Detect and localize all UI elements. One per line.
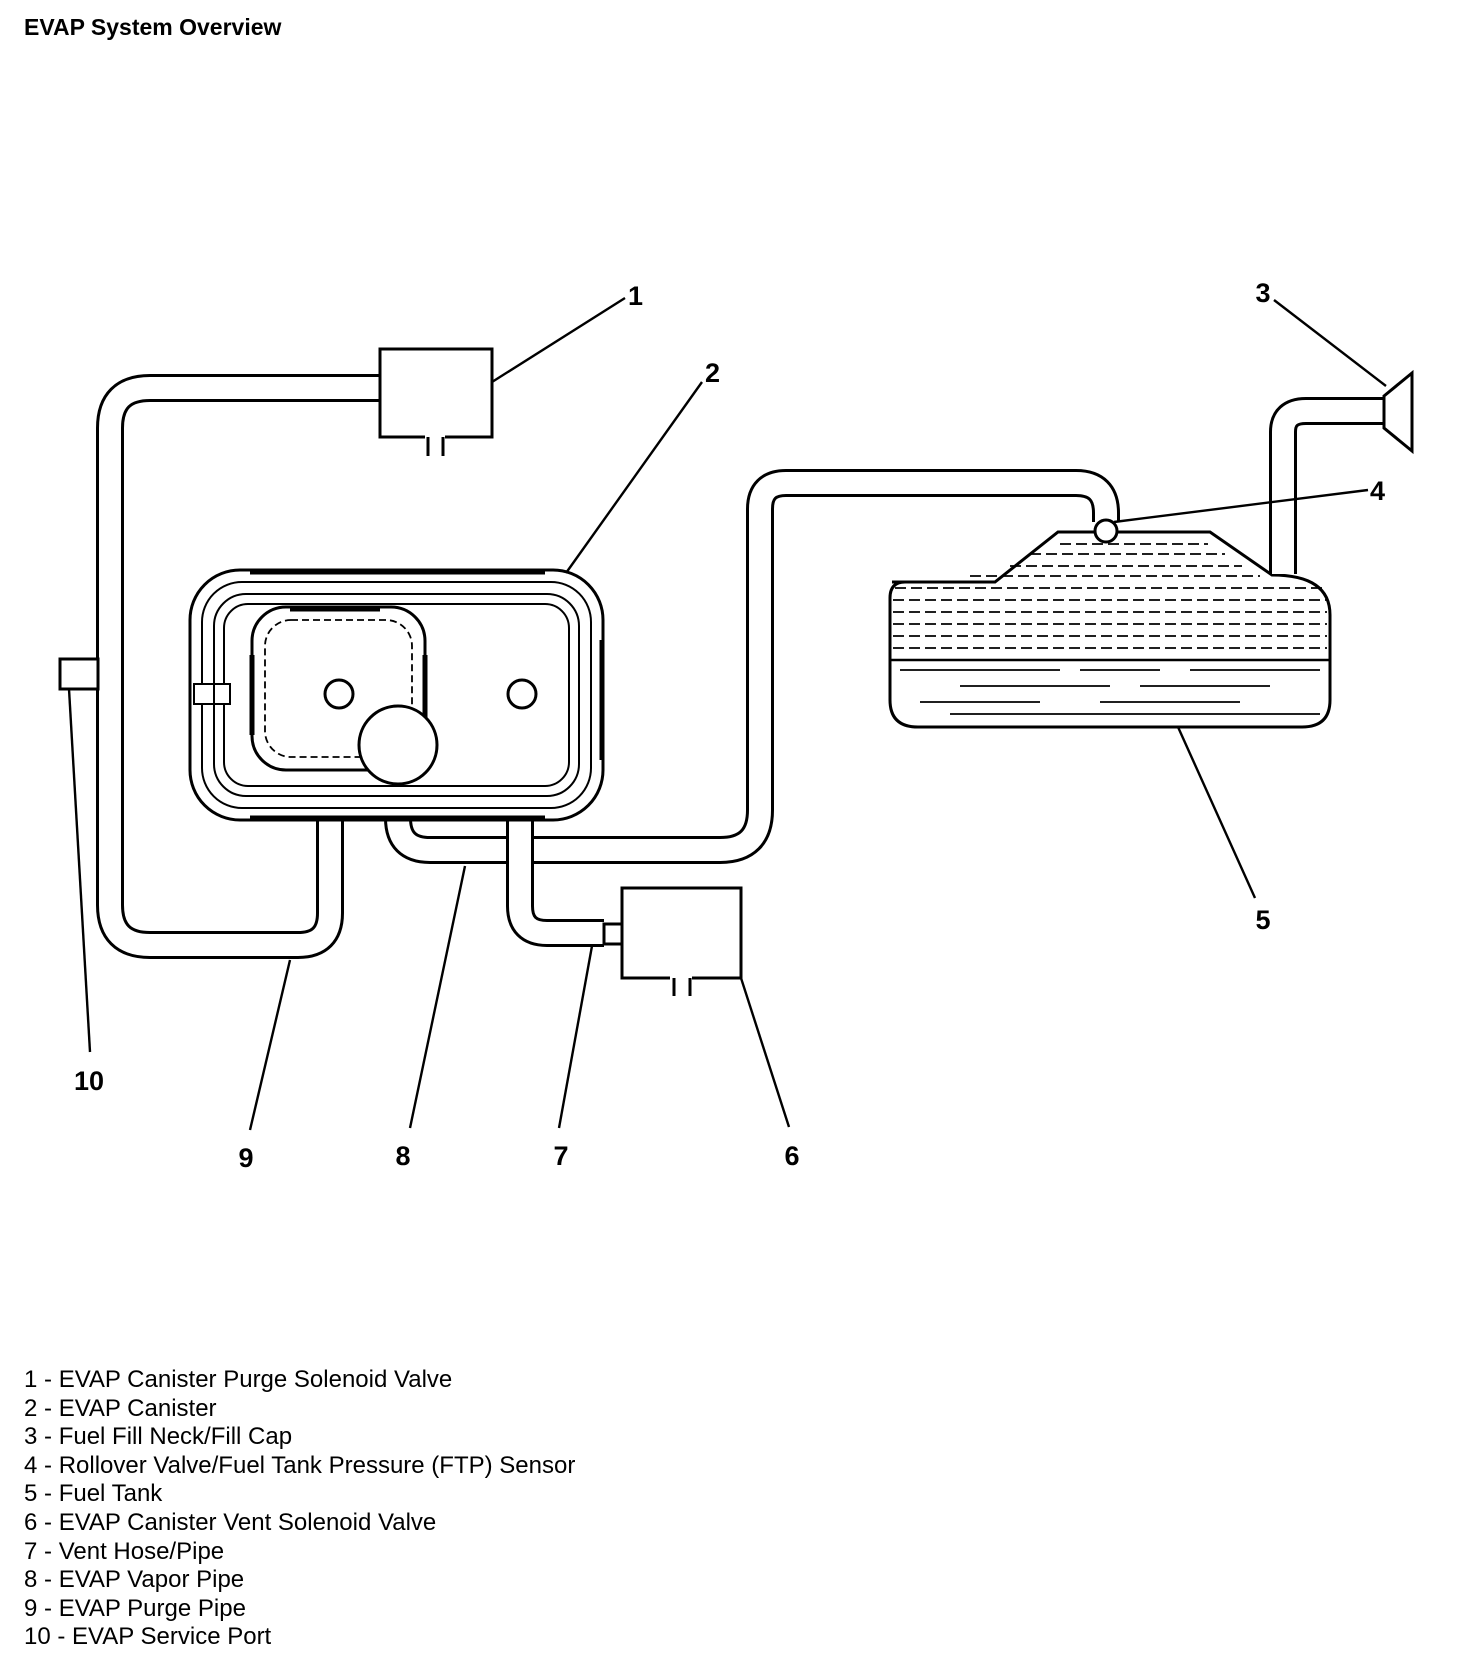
legend-number: 7 (24, 1537, 38, 1565)
fuel-fill-neck (1269, 397, 1384, 574)
legend-item: 4 - Rollover Valve/Fuel Tank Pressure (F… (24, 1451, 576, 1479)
rollover-valve-ftp-sensor (1093, 518, 1119, 544)
canister-vapor-connection (357, 704, 439, 786)
legend-item: 2 - EVAP Canister (24, 1394, 217, 1422)
legend-number: 2 (24, 1394, 38, 1422)
callout-2: 2 (705, 358, 720, 388)
fuel-tank (888, 530, 1332, 729)
leader-3 (1273, 299, 1387, 387)
leader-4 (1113, 488, 1369, 524)
fuel-fill-cap (1382, 369, 1414, 455)
evap-service-port (58, 657, 100, 691)
leader-10 (67, 688, 92, 1053)
legend-number: 8 (24, 1566, 38, 1594)
legend-text: EVAP Purge Pipe (58, 1594, 246, 1622)
legend-number: 3 (24, 1423, 38, 1451)
legend-number: 5 (24, 1480, 38, 1508)
legend-number: 6 (24, 1508, 38, 1536)
evap-canister-purge-solenoid-valve (378, 347, 494, 456)
legend-text: Rollover Valve/Fuel Tank Pressure (FTP) … (58, 1451, 576, 1479)
legend-item: 5 - Fuel Tank (24, 1480, 163, 1508)
legend-item: 1 - EVAP Canister Purge Solenoid Valve (24, 1366, 453, 1393)
legend-text: Fuel Fill Neck/Fill Cap (58, 1423, 293, 1451)
callout-4: 4 (1370, 476, 1385, 506)
callout-1: 1 (628, 281, 643, 311)
leader-1 (491, 296, 626, 384)
leader-8 (408, 865, 467, 1129)
legend-text: EVAP Canister Purge Solenoid Valve (58, 1366, 453, 1393)
legend-text: EVAP Canister Vent Solenoid Valve (58, 1508, 437, 1536)
legend-text: Fuel Tank (58, 1480, 163, 1508)
callout-10: 10 (74, 1066, 104, 1096)
callout-6: 6 (784, 1141, 799, 1171)
leader-5 (1176, 726, 1257, 899)
evap-canister-vent-solenoid-valve (602, 886, 743, 996)
page-title: EVAP System Overview (24, 14, 282, 40)
canister-vent-port (506, 678, 538, 710)
tank-vapor-space (893, 543, 1327, 649)
legend-text: Vent Hose/Pipe (58, 1537, 225, 1565)
canister-purge-port (323, 678, 355, 710)
legend-number: 4 (24, 1451, 38, 1479)
callout-3: 3 (1255, 278, 1270, 308)
legend-text: EVAP Service Port (72, 1623, 272, 1651)
tank-liquid-fuel (900, 669, 1320, 715)
legend-number: 1 (24, 1366, 38, 1393)
callout-8: 8 (395, 1141, 410, 1171)
leader-6 (739, 977, 791, 1128)
callout-9: 9 (238, 1143, 253, 1173)
legend-item: 6 - EVAP Canister Vent Solenoid Valve (24, 1508, 437, 1536)
leader-9 (248, 959, 292, 1131)
legend-item: 8 - EVAP Vapor Pipe (24, 1566, 245, 1594)
leader-7 (557, 945, 594, 1129)
legend-number: 10 (24, 1623, 51, 1651)
legend-item: 9 - EVAP Purge Pipe (24, 1594, 246, 1622)
legend-number: 9 (24, 1594, 38, 1622)
legend-item: 10 - EVAP Service Port (24, 1623, 272, 1651)
leader-2 (565, 381, 703, 574)
component-legend: 1 - EVAP Canister Purge Solenoid Valve 2… (24, 1366, 575, 1652)
legend-text: EVAP Vapor Pipe (58, 1566, 245, 1594)
callout-7: 7 (553, 1141, 568, 1171)
legend-item: 3 - Fuel Fill Neck/Fill Cap (24, 1423, 293, 1451)
callout-5: 5 (1255, 905, 1270, 935)
legend-text: EVAP Canister (58, 1394, 217, 1422)
legend-item: 7 - Vent Hose/Pipe (24, 1537, 225, 1565)
